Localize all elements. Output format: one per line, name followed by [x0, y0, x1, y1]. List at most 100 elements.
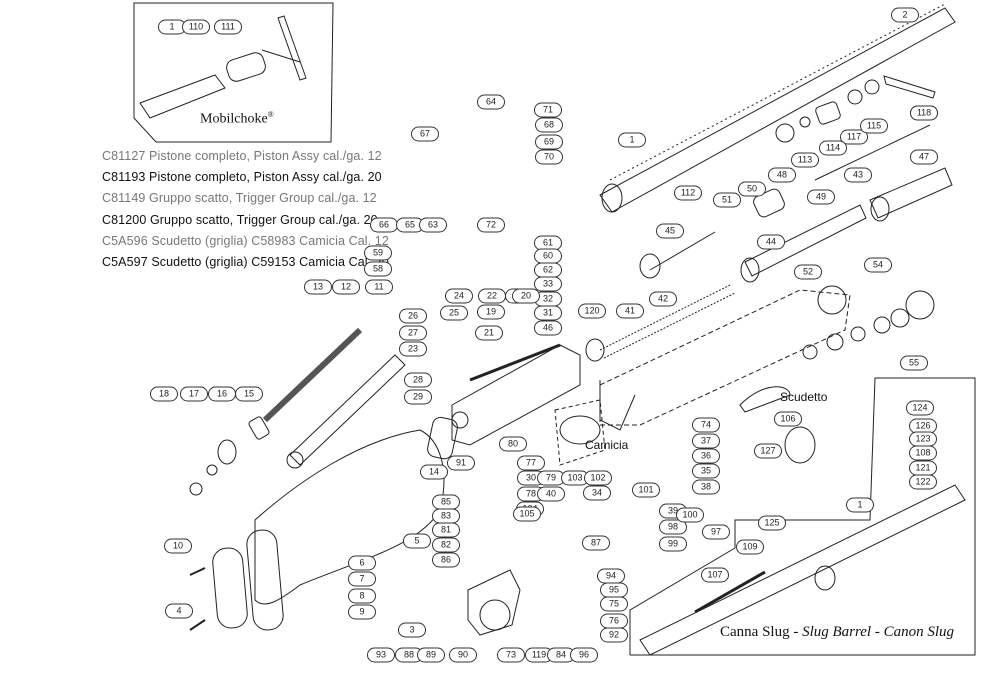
legend-row: C5A596 Scudetto (griglia) C58983 Camicia…	[102, 231, 389, 252]
slug-barrel-caption: Canna Slug - Slug Barrel - Canon Slug	[720, 624, 954, 641]
part-callout: 21	[475, 325, 503, 341]
legend-row: C81149 Gruppo scatto, Trigger Group cal.…	[102, 188, 389, 209]
part-callout: 4	[165, 603, 193, 619]
part-callout: 24	[445, 288, 473, 304]
part-callout: 85	[432, 494, 460, 510]
part-callout: 89	[417, 647, 445, 663]
part-callout: 80	[499, 436, 527, 452]
ring-114	[799, 116, 811, 128]
part-callout: 87	[582, 535, 610, 551]
part-callout: 117	[840, 129, 868, 145]
camicia-part	[559, 415, 601, 445]
registered-mark: ®	[267, 110, 274, 119]
stock-pad	[246, 529, 284, 631]
inset-choke-tube	[226, 52, 266, 82]
part-callout: 59	[364, 245, 392, 261]
choke-117	[815, 101, 841, 125]
part-callout: 35	[692, 463, 720, 479]
part-callout: 11	[365, 279, 393, 295]
part-callout: 95	[600, 582, 628, 598]
part-callout: 17	[180, 386, 208, 402]
part-callout: 10	[164, 538, 192, 554]
legend-text: C81200 Gruppo scatto, Trigger Group cal.…	[102, 212, 378, 227]
part-callout: 73	[497, 647, 525, 663]
part-callout: 127	[754, 443, 782, 459]
part-callout: 100	[676, 507, 704, 523]
mobilchoke-title: Mobilchoke	[200, 111, 268, 127]
part-callout: 16	[208, 386, 236, 402]
part-callout: 1	[846, 497, 874, 513]
part-callout: 23	[399, 341, 427, 357]
rod-43	[814, 124, 931, 181]
part-callout: 110	[182, 19, 210, 35]
part-callout: 94	[597, 568, 625, 584]
part-callout: 36	[692, 448, 720, 464]
ring-116	[864, 79, 880, 95]
part-callout: 13	[304, 279, 332, 295]
legend-row: C81127 Pistone completo, Piston Assy cal…	[102, 146, 389, 167]
legend-text: C81127 Pistone completo, Piston Assy cal…	[102, 149, 382, 163]
part-callout: 26	[399, 308, 427, 324]
part-callout: 31	[534, 305, 562, 321]
part-callout: 121	[909, 460, 937, 476]
ring-115	[847, 89, 863, 105]
part-callout: 22	[478, 288, 506, 304]
part-callout: 38	[692, 479, 720, 495]
part-callout: 47	[910, 149, 938, 165]
part-callout: 65	[396, 217, 424, 233]
part-callout: 50	[738, 181, 766, 197]
part-callout: 112	[674, 185, 702, 201]
legend-row: C5A597 Scudetto (griglia) C59153 Camicia…	[102, 252, 389, 273]
part-callout: 3	[398, 622, 426, 638]
part-callout: 93	[367, 647, 395, 663]
part-callout: 8	[348, 588, 376, 604]
part-callout: 18	[150, 386, 178, 402]
part-callout: 82	[432, 537, 460, 553]
part-callout: 15	[235, 386, 263, 402]
magazine-tube-44	[744, 204, 867, 277]
part-callout: 69	[535, 134, 563, 150]
part-callout: 29	[404, 389, 432, 405]
part-callout: 90	[449, 647, 477, 663]
part-callout: 92	[600, 627, 628, 643]
part-callout: 49	[807, 189, 835, 205]
part-callout: 107	[701, 567, 729, 583]
part-callout: 67	[411, 126, 439, 142]
part-callout: 101	[632, 482, 660, 498]
receiver-part	[451, 344, 581, 446]
part-callout: 64	[477, 94, 505, 110]
part-callout: 19	[477, 304, 505, 320]
sling-swivel-56	[784, 426, 816, 464]
part-callout: 115	[860, 118, 888, 134]
part-callout: 113	[791, 152, 819, 168]
slug-barrel-part	[639, 484, 966, 656]
part-callout: 37	[692, 433, 720, 449]
slug-caption-italic: Slug Barrel - Canon Slug	[802, 624, 955, 640]
gas-cylinder-47	[869, 167, 953, 219]
part-callout: 34	[583, 485, 611, 501]
part-callout: 44	[757, 234, 785, 250]
part-callout: 33	[534, 276, 562, 292]
part-callout: 27	[399, 325, 427, 341]
part-callout: 99	[659, 536, 687, 552]
legend-text: C5A597 Scudetto (griglia) C59153 Camicia…	[102, 255, 389, 270]
part-callout: 88	[395, 647, 423, 663]
trigger-group-73	[467, 569, 521, 636]
part-callout: 70	[535, 149, 563, 165]
part-callout: 2	[891, 7, 919, 23]
part-callout: 125	[758, 515, 786, 531]
part-callout: 9	[348, 604, 376, 620]
part-callout: 97	[702, 524, 730, 540]
part-callout: 91	[447, 455, 475, 471]
part-callout: 12	[332, 279, 360, 295]
ring-113	[775, 123, 795, 143]
part-callout: 55	[900, 355, 928, 371]
part-callout: 120	[578, 303, 606, 319]
legend-text: C81193 Pistone completo, Piston Assy cal…	[102, 170, 382, 185]
forend-outline	[599, 289, 851, 426]
part-callout: 77	[517, 455, 545, 471]
part-callout: 14	[420, 464, 448, 480]
parts-legend: C81127 Pistone completo, Piston Assy cal…	[102, 146, 389, 273]
part-callout: 52	[794, 264, 822, 280]
